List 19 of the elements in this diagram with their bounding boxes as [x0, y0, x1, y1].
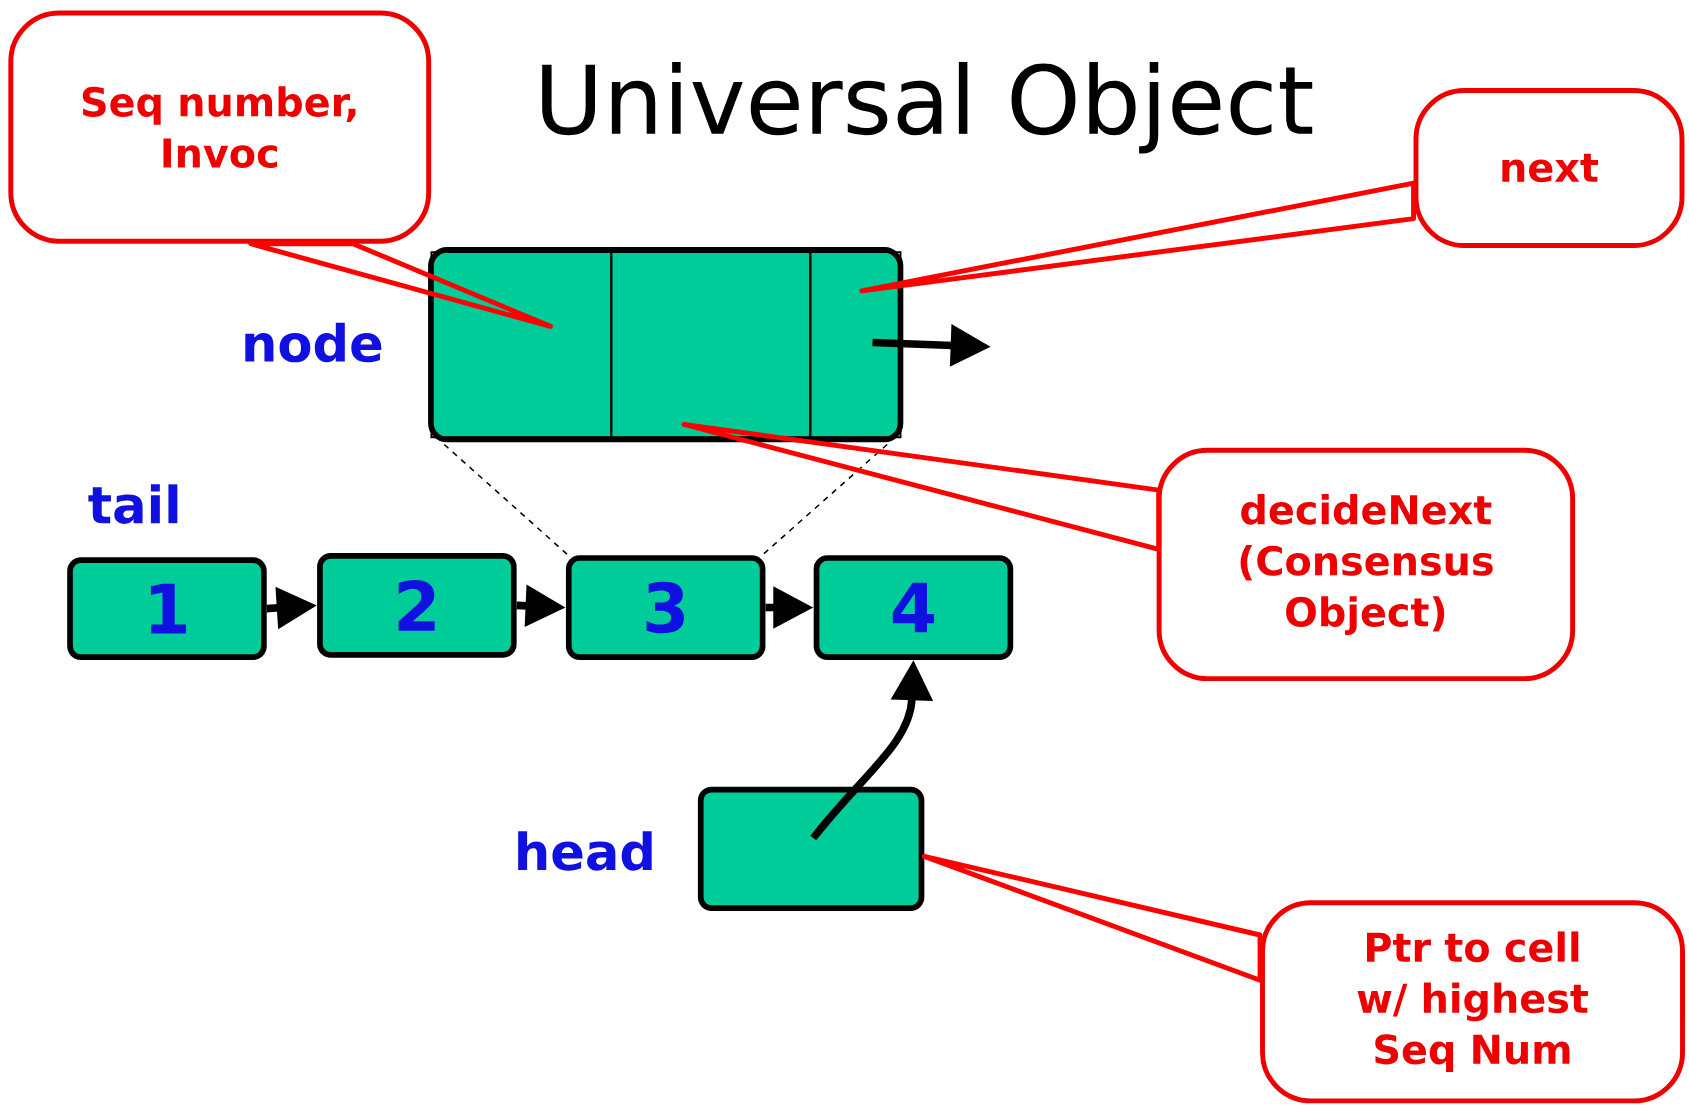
list-cell: 1 [67, 557, 267, 660]
pointer-label: tail [88, 484, 178, 524]
list-cell: 3 [565, 555, 766, 660]
list-cell: 2 [317, 552, 517, 658]
zoom-line [443, 443, 569, 556]
zoom-line [761, 443, 888, 556]
callout-bubble: next [1413, 87, 1685, 248]
callout-bubble: Seq number, Invoc [8, 10, 432, 244]
pointer-label: head [518, 831, 652, 871]
node-field [610, 251, 812, 439]
title: Universal Object [542, 61, 1313, 154]
list-cell [697, 786, 925, 911]
node-field [430, 251, 613, 439]
pointer-label: node [245, 322, 382, 363]
callout-bubble: decideNext (Consensus Object) [1156, 447, 1576, 681]
list-cell: 4 [813, 555, 1014, 660]
node-box [428, 246, 904, 443]
node-field [809, 251, 902, 439]
callout-bubble: Ptr to cell w/ highest Seq Num [1260, 900, 1685, 1104]
